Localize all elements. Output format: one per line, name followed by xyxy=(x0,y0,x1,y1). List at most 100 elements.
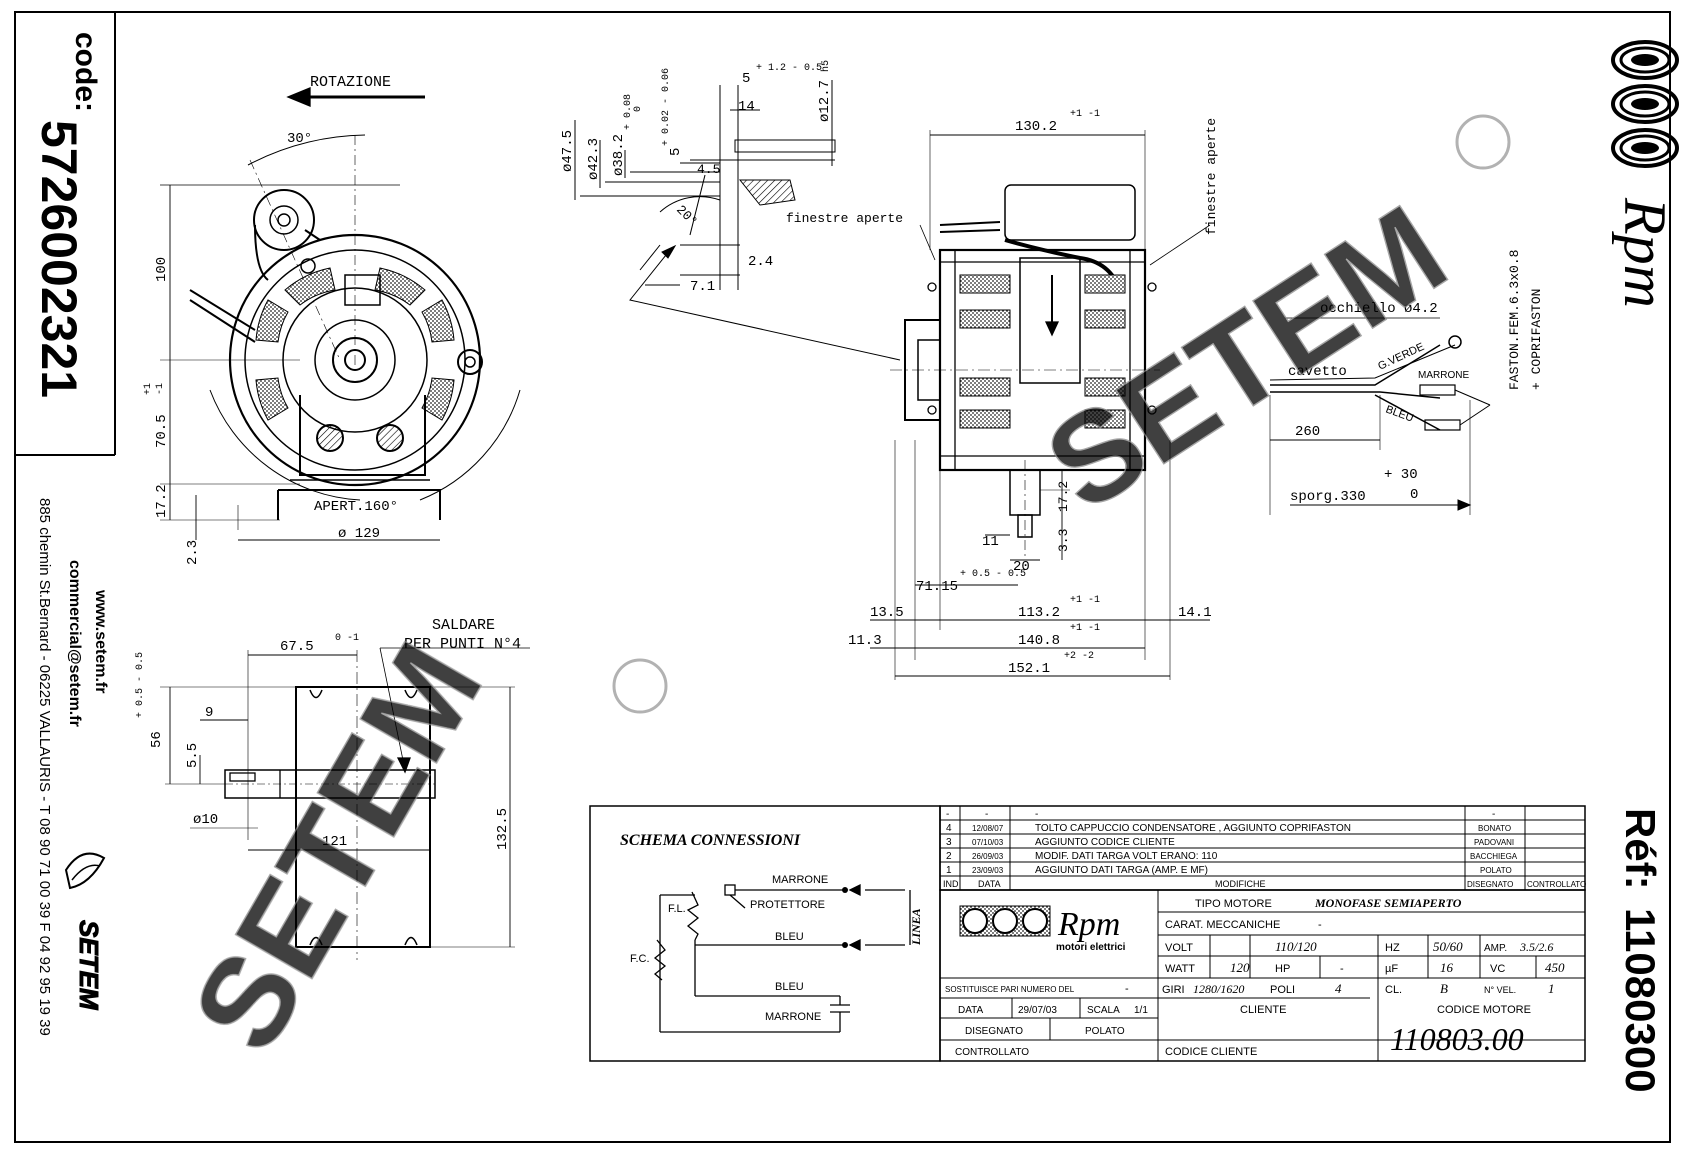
faston-2: + COPRIFASTON xyxy=(1529,289,1544,390)
dim-113-2: 113.2 xyxy=(1018,605,1060,621)
tol-70-5-plus: +1 xyxy=(143,383,154,395)
watermark-lower-left: SETEM xyxy=(165,621,509,1074)
d-10: ø10 xyxy=(193,812,218,828)
rev-by: PADOVANI xyxy=(1474,838,1514,847)
rev-by: POLATO xyxy=(1480,866,1512,875)
shaft-detail xyxy=(574,80,901,361)
dim-130-2: 130.2 xyxy=(1015,119,1057,135)
saldare-1: SALDARE xyxy=(432,617,495,634)
rev-h-date: - xyxy=(985,809,988,820)
rev-desc: AGGIUNTO DATI TARGA (AMP. E MF) xyxy=(1035,865,1208,876)
tb-nvel-value: 1 xyxy=(1548,981,1555,996)
tb-uf-label: µF xyxy=(1385,963,1398,975)
tb-hp-value: - xyxy=(1340,963,1344,975)
tb-poli-label: POLI xyxy=(1270,984,1295,996)
rpm-coil-logo-icon xyxy=(1611,40,1679,168)
schema-linea: LINEA xyxy=(909,908,923,946)
tb-hp-label: HP xyxy=(1275,963,1290,975)
dim-17-2: 17.2 xyxy=(154,484,170,518)
rev-col-disegnato: DISEGNATO xyxy=(1467,880,1513,889)
dim-9: 9 xyxy=(205,705,213,721)
rev-n: 1 xyxy=(946,865,952,876)
rev-date: 26/09/03 xyxy=(972,852,1004,861)
dim-3-3: 3.3 xyxy=(1056,529,1071,552)
dim-260: 260 xyxy=(1295,424,1320,440)
tol-12-7: h5 xyxy=(820,60,832,72)
right-info-strip: Rpm Réf: 11080300 xyxy=(1611,40,1679,1093)
tb-hz-value: 50/60 xyxy=(1433,939,1463,954)
d-47-5: ø47.5 xyxy=(560,130,576,172)
dim-17-2-side: 17.2 xyxy=(1056,481,1071,512)
sporg: sporg.330 xyxy=(1290,489,1366,505)
tb-disegnato-label: DISEGNATO xyxy=(965,1026,1023,1037)
dim-5-mid: 5 xyxy=(668,148,684,156)
email: commercial@setem.fr xyxy=(66,560,83,727)
tb-cl-value: B xyxy=(1440,981,1448,996)
tb-amp-value: 3.5/2.6 xyxy=(1519,940,1553,954)
dim-132-5: 132.5 xyxy=(495,808,511,850)
tol-56: + 0.5 - 0.5 xyxy=(135,652,146,718)
dim-11-3: 11.3 xyxy=(848,633,882,649)
tb-watt-value: 120 xyxy=(1230,960,1250,975)
tb-uf-value: 16 xyxy=(1440,960,1454,975)
shaft-detail-labels: ø47.5 ø42.3 ø38.2 + 0.08 0 ø12.7 h5 5 + … xyxy=(560,60,833,295)
dim-100: 100 xyxy=(154,257,170,282)
tb-data-value: 29/07/03 xyxy=(1018,1005,1057,1016)
tol-140-8: +1 -1 xyxy=(1070,623,1100,634)
cavetto: cavetto xyxy=(1288,364,1347,380)
dim-121: 121 xyxy=(322,834,347,850)
tb-watt-label: WATT xyxy=(1165,963,1195,975)
dim-7-1: 7.1 xyxy=(690,279,715,295)
website: www.setem.fr xyxy=(92,589,109,693)
occhiello: occhiello ø4.2 xyxy=(1320,301,1438,317)
tb-giri-label: GIRI xyxy=(1162,984,1185,996)
cable-detail xyxy=(1269,317,1491,515)
tb-scala-label: SCALA xyxy=(1087,1005,1120,1016)
rev-col-ind: IND xyxy=(943,879,959,889)
tb-codice-motore-value: 110803.00 xyxy=(1390,1021,1524,1057)
table-row: 4 12/08/07 TOLTO CAPPUCCIO CONDENSATORE … xyxy=(946,823,1511,834)
revision-header-row: - - - - xyxy=(946,809,1495,820)
schema-marrone-top: MARRONE xyxy=(772,874,828,886)
side-view xyxy=(870,130,1211,680)
saldare-2: PER PUNTI N°4 xyxy=(404,636,521,653)
tol-67-5: 0 -1 xyxy=(335,633,359,644)
dim-56: 56 xyxy=(149,731,165,748)
dim-14-1: 14.1 xyxy=(1178,605,1212,621)
tb-disegnato-value: POLATO xyxy=(1085,1026,1125,1037)
dim-4-5: 4.5 xyxy=(697,162,720,177)
tb-hz-label: HZ xyxy=(1385,942,1400,954)
tb-vc-label: VC xyxy=(1490,963,1505,975)
schema-bleu-mid: BLEU xyxy=(775,931,804,943)
tb-carat-value: - xyxy=(1318,919,1322,931)
tol-71-15: + 0.5 - 0.5 xyxy=(960,569,1026,580)
schema-fc: F.C. xyxy=(630,953,650,965)
dim-2-3: 2.3 xyxy=(185,540,201,565)
tb-sostituisce-value: - xyxy=(1125,983,1129,995)
tb-cl-label: CL. xyxy=(1385,984,1402,996)
rev-col-controllato: CONTROLLATO xyxy=(1527,880,1586,889)
tol-70-5-minus: -1 xyxy=(155,383,166,395)
dim-14: 14 xyxy=(738,99,755,115)
tb-carat-label: CARAT. MECCANICHE xyxy=(1165,919,1280,931)
dim-140-8: 140.8 xyxy=(1018,633,1060,649)
rev-by: BACCHIEGA xyxy=(1470,852,1518,861)
front-view xyxy=(160,87,521,541)
dim-5-5: 5.5 xyxy=(185,743,201,768)
rev-date: 12/08/07 xyxy=(972,824,1004,833)
tb-codice-motore-label: CODICE MOTORE xyxy=(1437,1004,1531,1016)
rev-date: 23/09/03 xyxy=(972,866,1004,875)
dim-152-1: 152.1 xyxy=(1008,661,1050,677)
tb-controllato-label: CONTROLLATO xyxy=(955,1047,1029,1058)
dim-67-5: 67.5 xyxy=(280,639,314,655)
code-value: 5726002321 xyxy=(31,120,87,398)
title-block-coil-logo-icon xyxy=(959,905,1051,937)
rev-n: 3 xyxy=(946,837,952,848)
left-info-strip: code: 5726002321 www.setem.fr commercial… xyxy=(31,32,109,1036)
front-view-labels: ROTAZIONE 30° 100 70.5 +1 -1 17.2 2.3 AP… xyxy=(143,74,398,565)
table-row: 3 07/10/03 AGGIUNTO CODICE CLIENTE PADOV… xyxy=(946,837,1514,848)
tol-zero: 0 xyxy=(1410,487,1418,503)
tb-data-label: DATA xyxy=(958,1005,984,1016)
tb-poli-value: 4 xyxy=(1335,981,1342,996)
